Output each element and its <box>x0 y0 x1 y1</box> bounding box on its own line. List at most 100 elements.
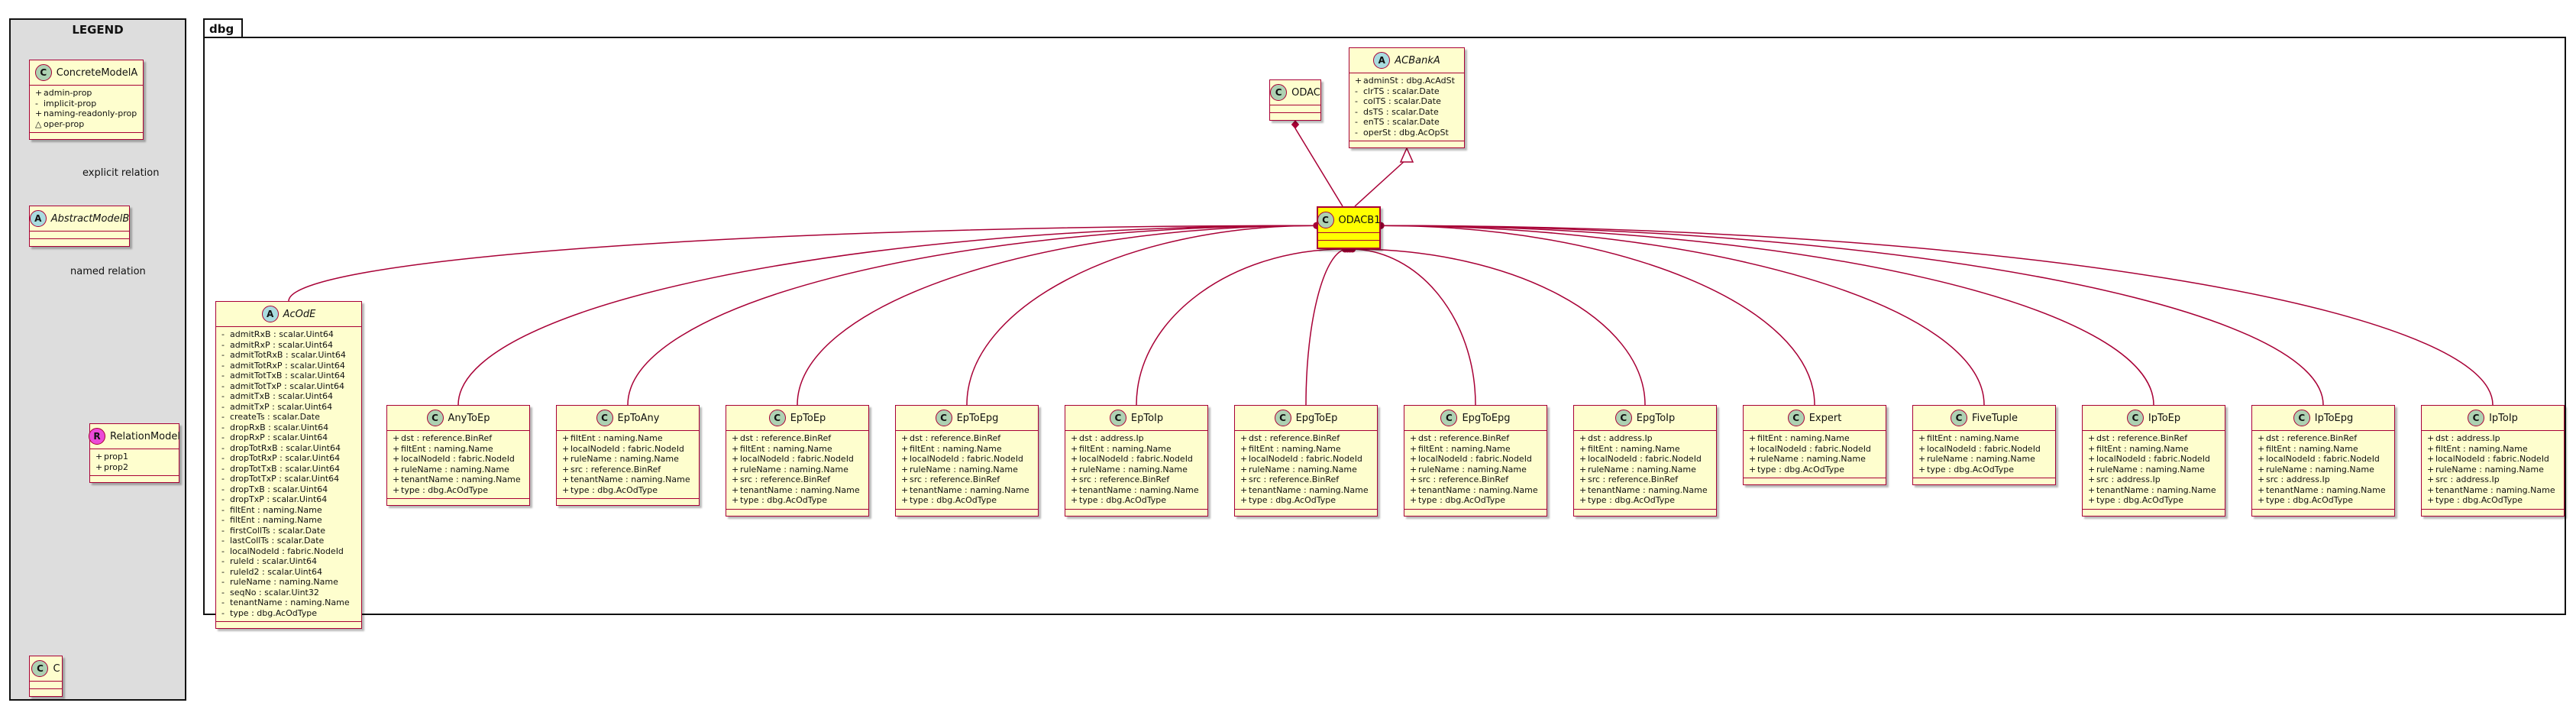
visibility-icon: + <box>901 443 909 454</box>
class-field: +tenantName : naming.Name <box>732 485 863 496</box>
class-field: +tenantName : naming.Name <box>2088 485 2219 496</box>
class-stereotype-icon: C <box>34 64 52 81</box>
class-field: +dst : reference.BinRef <box>2258 433 2389 444</box>
field-text: localNodeId : fabric.NodeId <box>1249 454 1362 464</box>
visibility-icon: - <box>221 412 225 422</box>
visibility-icon: + <box>732 454 739 464</box>
visibility-icon: - <box>221 360 225 371</box>
visibility-icon: + <box>95 462 103 472</box>
visibility-icon: + <box>1579 443 1587 454</box>
class-field: +type : dbg.AcOdType <box>393 485 524 496</box>
class-field: △oper-prop <box>35 119 137 130</box>
composition-line-expert <box>1380 225 1815 406</box>
field-text: src : reference.BinRef <box>1079 474 1170 484</box>
visibility-icon: + <box>35 88 43 98</box>
class-stereotype-icon: C <box>1317 212 1334 228</box>
class-field: +type : dbg.AcOdType <box>562 485 693 496</box>
field-text: src : reference.BinRef <box>1588 474 1679 484</box>
class-fields: +filtEnt : naming.Name+localNodeId : fab… <box>1913 431 2055 478</box>
field-text: dst : reference.BinRef <box>1249 433 1340 443</box>
visibility-icon: + <box>393 454 400 464</box>
visibility-icon: + <box>2088 454 2096 464</box>
class-field: +tenantName : naming.Name <box>562 474 693 485</box>
field-text: dropTotRxB : scalar.Uint64 <box>230 442 341 453</box>
field-text: tenantName : naming.Name <box>1588 484 1708 495</box>
visibility-icon: - <box>35 98 38 108</box>
visibility-icon: + <box>1749 454 1757 464</box>
field-text: src : reference.BinRef <box>1418 474 1509 484</box>
visibility-icon: + <box>2427 464 2435 474</box>
class-fields: +dst : reference.BinRef+filtEnt : naming… <box>2252 431 2394 509</box>
class-field: +localNodeId : fabric.NodeId <box>1918 444 2050 455</box>
visibility-icon: + <box>732 474 739 484</box>
method-compartment <box>2252 508 2394 516</box>
visibility-icon: + <box>901 495 909 505</box>
field-text: src : reference.BinRef <box>910 474 1000 484</box>
field-text: ruleName : naming.Name <box>1418 464 1527 474</box>
field-text: type : dbg.AcOdType <box>2266 495 2354 505</box>
class-field: +ruleName : naming.Name <box>393 465 524 475</box>
explicit-relation-label: explicit relation <box>82 167 160 179</box>
class-field: -admitTxB : scalar.Uint64 <box>221 391 356 402</box>
class-fields: -admitRxB : scalar.Uint64-admitRxP : sca… <box>216 327 361 621</box>
field-text: filtEnt : naming.Name <box>230 504 322 515</box>
visibility-icon: + <box>1410 495 1417 505</box>
abstract-stereotype-icon: A <box>29 210 47 227</box>
class-field: +dst : reference.BinRef <box>393 433 524 444</box>
visibility-icon: + <box>393 443 400 454</box>
visibility-icon: - <box>221 607 225 618</box>
class-stereotype-icon: C <box>2126 410 2144 426</box>
visibility-icon: + <box>2088 484 2096 495</box>
field-text: localNodeId : fabric.NodeId <box>2435 454 2549 464</box>
class-field: -admitTxP : scalar.Uint64 <box>221 402 356 413</box>
field-text: type : dbg.AcOdType <box>740 495 828 505</box>
visibility-icon: + <box>2258 454 2265 464</box>
visibility-icon: + <box>901 454 909 464</box>
class-field: +ruleName : naming.Name <box>1410 465 1541 475</box>
field-text: admin-prop <box>44 88 92 98</box>
field-text: tenantName : naming.Name <box>401 474 521 484</box>
visibility-icon: - <box>1355 117 1358 127</box>
class-field: +tenantName : naming.Name <box>2258 485 2389 496</box>
class-field: -dropTotTxP : scalar.Uint64 <box>221 474 356 484</box>
visibility-icon: + <box>2258 443 2265 454</box>
field-text: dropTotRxP : scalar.Uint64 <box>230 453 341 463</box>
class-field: +ruleName : naming.Name <box>732 465 863 475</box>
class-field: +dst : reference.BinRef <box>901 433 1033 444</box>
visibility-icon: - <box>221 536 225 546</box>
class-stereotype-icon: C <box>31 660 49 677</box>
class-field: +src : reference.BinRef <box>1579 474 1711 485</box>
visibility-icon: - <box>221 401 225 412</box>
class-fields: +filtEnt : naming.Name+localNodeId : fab… <box>1744 431 1886 478</box>
field-text: prop1 <box>104 452 128 462</box>
class-field: +localNodeId : fabric.NodeId <box>2258 454 2389 465</box>
class-field: +tenantName : naming.Name <box>1579 485 1711 496</box>
class-field: -localNodeId : fabric.NodeId <box>221 546 356 557</box>
visibility-icon: - <box>221 515 225 525</box>
class-field: +localNodeId : fabric.NodeId <box>732 454 863 465</box>
class-stereotype-icon: C <box>1614 410 1632 426</box>
field-text: type : dbg.AcOdType <box>1079 495 1167 505</box>
field-text: filtEnt : naming.Name <box>1249 443 1341 454</box>
field-text: src : reference.BinRef <box>740 474 831 484</box>
field-text: dst : address.Ip <box>1079 433 1144 443</box>
class-stereotype-icon: C <box>1787 410 1805 426</box>
class-field: +filtEnt : naming.Name <box>1240 444 1372 455</box>
class-field: +ruleName : naming.Name <box>2258 465 2389 475</box>
abstract-stereotype-icon: A <box>1373 52 1391 69</box>
visibility-icon: - <box>221 422 225 432</box>
field-text: ruleName : naming.Name <box>1079 464 1188 474</box>
field-text: ruleName : naming.Name <box>401 464 509 474</box>
visibility-icon: - <box>221 371 225 381</box>
composition-line-eptoany <box>627 225 1317 406</box>
field-text: localNodeId : fabric.NodeId <box>910 454 1023 464</box>
